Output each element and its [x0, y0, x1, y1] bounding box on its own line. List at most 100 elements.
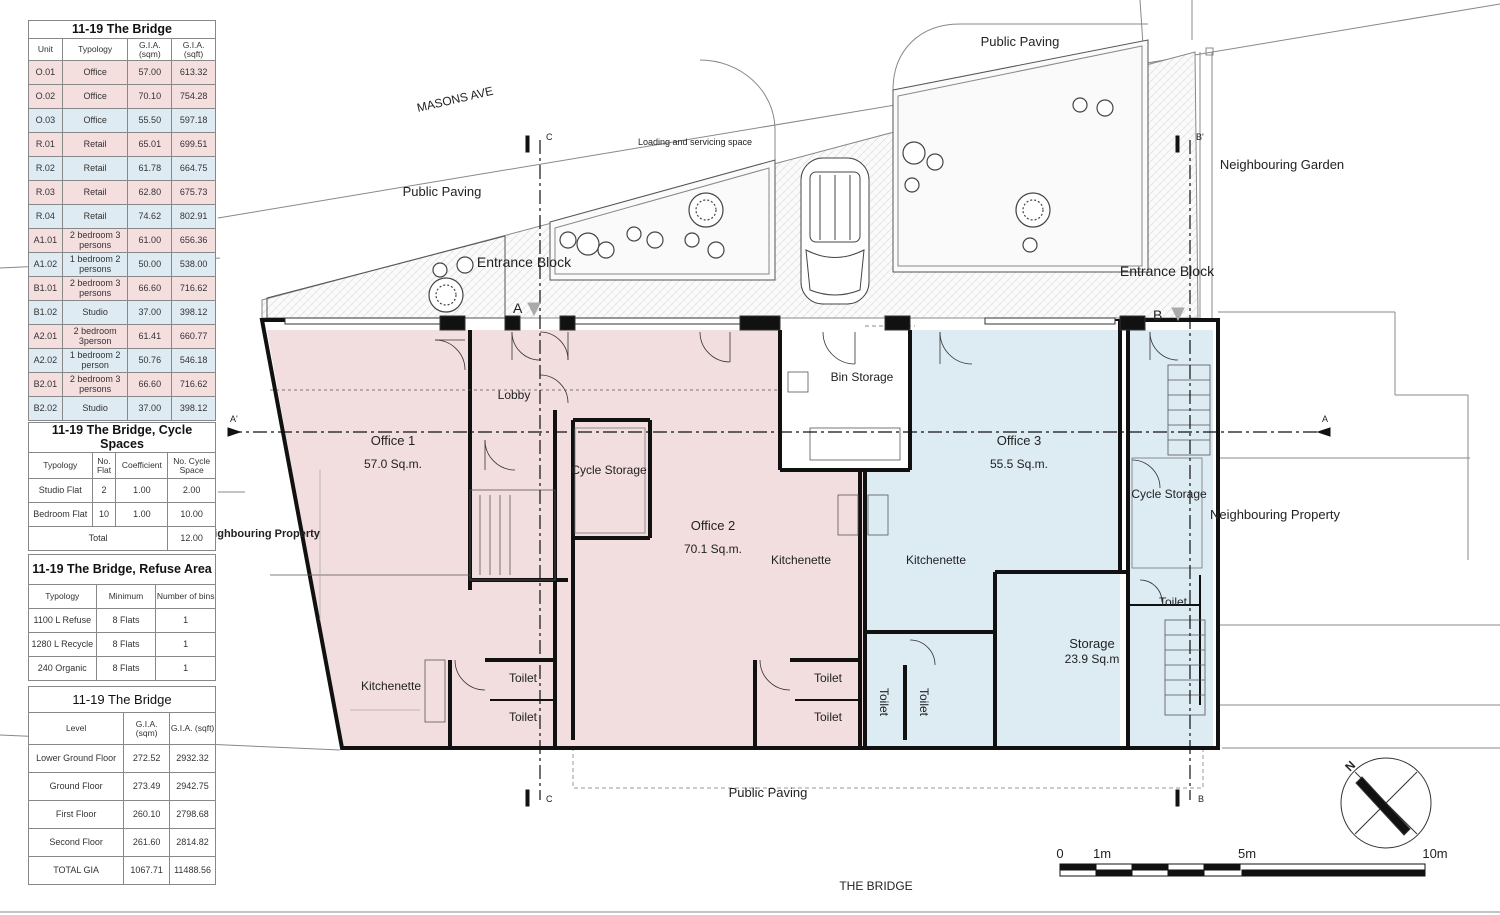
storage-area: 23.9 Sq.m: [1065, 652, 1120, 666]
stairs-and-fixtures: [270, 364, 1211, 723]
toilet-7: Toilet: [917, 688, 931, 717]
refuse-row-bins: 1: [155, 656, 216, 681]
unit-cell-unit: B1.02: [28, 300, 63, 325]
neighbouring-property-right: Neighbouring Property: [1210, 507, 1341, 522]
landscape-shrubs: [428, 97, 1114, 313]
gia-row-sqft: 11488.56: [169, 856, 216, 885]
unit-cell-typology: Retail: [61, 132, 129, 157]
scale-label-1m: 1m: [1093, 846, 1111, 861]
refuse-row-typology: 240 Organic: [28, 656, 97, 681]
gia-row-level: Ground Floor: [27, 772, 125, 801]
office3-name: Office 3: [997, 433, 1042, 448]
unit-cell-sqft: 716.62: [171, 372, 216, 397]
cycle-row-coefficient: 1.00: [115, 478, 169, 503]
bin-storage-label: Bin Storage: [831, 370, 894, 384]
toilet-6: Toilet: [877, 688, 891, 717]
refuse-header-bins: Number of bins: [155, 584, 216, 609]
refuse-area-table: 11-19 The Bridge, Refuse Area Typology M…: [28, 554, 216, 681]
toilet-3: Toilet: [814, 671, 843, 685]
unit-cell-sqft: 675.73: [171, 180, 216, 205]
unit-cell-sqm: 37.00: [127, 300, 173, 325]
gia-row-sqm: 273.49: [123, 772, 171, 801]
gia-row-level: First Floor: [27, 800, 125, 829]
unit-cell-unit: B1.01: [28, 276, 63, 301]
unit-cell-typology: Retail: [61, 180, 129, 205]
unit-cell-unit: B2.02: [28, 396, 63, 421]
unit-header-sqft: G.I.A. (sqft): [171, 38, 216, 61]
unit-header-sqm: G.I.A. (sqm): [127, 38, 173, 61]
unit-cell-sqm: 61.41: [127, 324, 173, 349]
public-paving-bottom: Public Paving: [729, 785, 808, 800]
lobby-label: Lobby: [498, 388, 531, 402]
office-fills: [267, 330, 1213, 748]
unit-cell-sqft: 613.32: [171, 60, 216, 85]
unit-cell-unit: R.02: [28, 156, 63, 181]
unit-cell-unit: A1.02: [28, 252, 63, 277]
gia-row-sqft: 2932.32: [169, 744, 216, 773]
street-the-bridge: THE BRIDGE: [839, 879, 912, 893]
unit-cell-typology: Office: [61, 84, 129, 109]
cycle-row-spaces: 10.00: [167, 502, 216, 527]
office3-area: 55.5 Sq.m.: [990, 457, 1048, 471]
scale-label-0: 0: [1056, 846, 1063, 861]
gia-row-sqm: 260.10: [123, 800, 171, 829]
cycle-total-value: 12.00: [167, 526, 216, 551]
frontage-windows: [284, 315, 1146, 331]
unit-cell-sqm: 61.00: [127, 228, 173, 253]
neighbouring-property-left: Neighbouring Property: [200, 528, 321, 540]
cycle-header-flats: No. Flat: [91, 452, 117, 479]
unit-cell-sqm: 61.78: [127, 156, 173, 181]
unit-cell-sqft: 597.18: [171, 108, 216, 133]
unit-cell-unit: O.03: [28, 108, 63, 133]
refuse-header-typology: Typology: [28, 584, 97, 609]
unit-cell-typology: 2 bedroom 3 persons: [61, 228, 129, 253]
unit-cell-sqm: 66.60: [127, 372, 173, 397]
refuse-row-bins: 1: [155, 608, 216, 633]
unit-cell-unit: O.02: [28, 84, 63, 109]
office1-area: 57.0 Sq.m.: [364, 457, 422, 471]
unit-cell-unit: R.03: [28, 180, 63, 205]
unit-cell-sqft: 664.75: [171, 156, 216, 181]
entrance-block-b: Entrance Block: [1120, 263, 1215, 279]
cycle-header-spaces: No. Cycle Space: [167, 452, 216, 479]
public-paving-left-text: Public Paving: [403, 184, 482, 199]
gia-row-level: Lower Ground Floor: [27, 744, 125, 773]
refuse-header-minimum: Minimum: [95, 584, 157, 609]
cycle-header-typology: Typology: [28, 452, 93, 479]
kitchenette-office2: Kitchenette: [771, 553, 831, 567]
gia-row-sqm: 272.52: [123, 744, 171, 773]
scale-label-10m: 10m: [1422, 846, 1447, 861]
unit-cell-sqft: 538.00: [171, 252, 216, 277]
unit-cell-sqft: 398.12: [171, 396, 216, 421]
door-swings: [434, 331, 1179, 691]
section-a-label: A: [1322, 414, 1328, 424]
car-icon: [800, 157, 870, 305]
refuse-row-typology: 1100 L Refuse: [28, 608, 97, 633]
unit-header-typology: Typology: [61, 38, 129, 61]
unit-cell-typology: Office: [61, 60, 129, 85]
section-markers: [227, 135, 1331, 807]
refuse-row-minimum: 8 Flats: [95, 656, 157, 681]
unit-header-unit: Unit: [28, 38, 63, 61]
entrance-block-a: Entrance Block: [477, 254, 572, 270]
section-lines: [228, 140, 1330, 800]
toilet-5: Toilet: [1159, 595, 1188, 609]
public-paving-left: Public Paving: [403, 184, 482, 199]
unit-cell-sqm: 70.10: [127, 84, 173, 109]
gia-header-level: Level: [27, 712, 125, 745]
neighbouring-garden: Neighbouring Garden: [1220, 157, 1344, 172]
unit-cell-sqm: 37.00: [127, 396, 173, 421]
unit-cell-sqft: 699.51: [171, 132, 216, 157]
unit-cell-sqm: 65.01: [127, 132, 173, 157]
refuse-table-title: 11-19 The Bridge, Refuse Area: [28, 554, 216, 585]
unit-cell-sqft: 660.77: [171, 324, 216, 349]
unit-cell-sqft: 716.62: [171, 276, 216, 301]
cycle-table-title: 11-19 The Bridge, Cycle Spaces: [28, 422, 216, 453]
